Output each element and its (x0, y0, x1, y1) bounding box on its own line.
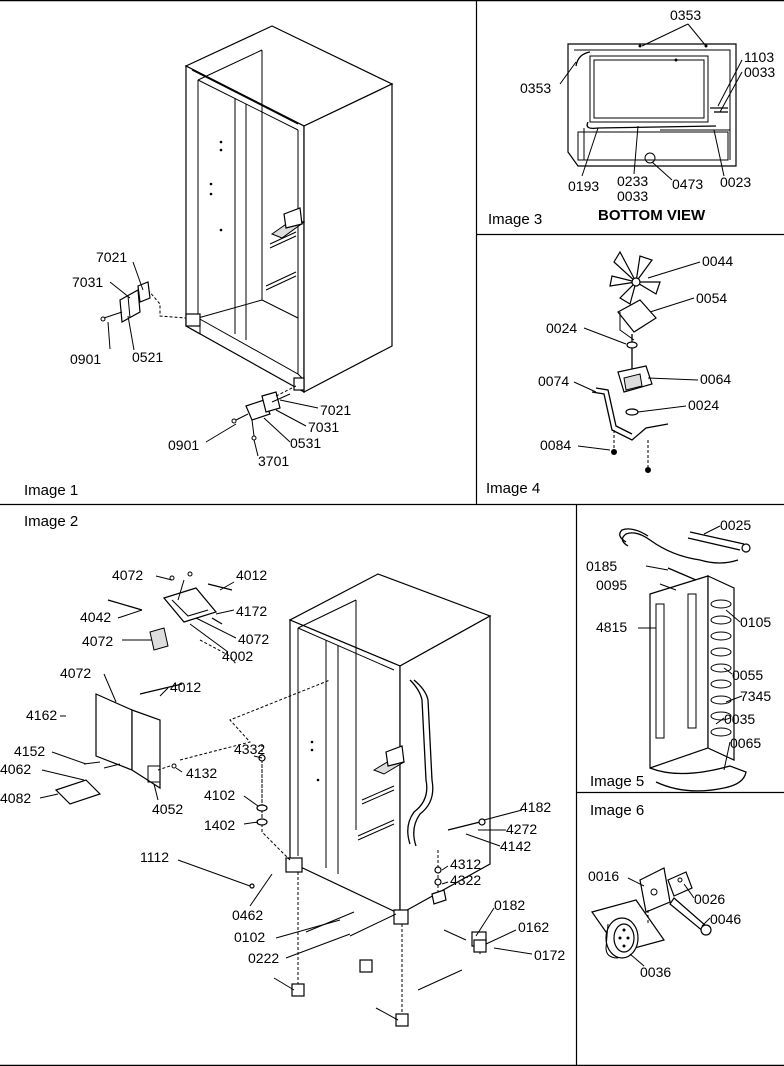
image4-labels: 0044 0054 0024 0074 0064 0024 0084 Image… (486, 253, 733, 497)
label-1112: 1112 (140, 849, 169, 865)
label-4815: 4815 (596, 619, 627, 635)
label-0182: 0182 (494, 897, 525, 913)
label-3701: 3701 (258, 453, 289, 469)
label-1402: 1402 (204, 817, 235, 833)
label-0074: 0074 (538, 373, 569, 389)
label-0102: 0102 (234, 929, 265, 945)
label-7031-lower: 7031 (308, 419, 339, 435)
label-7031: 7031 (72, 274, 103, 290)
label-4182: 4182 (520, 799, 551, 815)
image1-title: Image 1 (24, 482, 78, 499)
image3-labels: 0353 0353 1103 0033 0193 0233 0033 0473 … (488, 7, 775, 228)
image1-cabinet-drawing (100, 25, 394, 457)
label-4072-a: 4072 (112, 567, 143, 583)
label-0035: 0035 (724, 711, 755, 727)
image2-labels: Image 2 4072 4012 4042 4072 4172 4072 40… (0, 513, 565, 966)
label-4062: 4062 (0, 761, 31, 777)
label-4142: 4142 (500, 838, 531, 854)
label-0026: 0026 (694, 891, 725, 907)
label-0473: 0473 (672, 176, 703, 192)
label-0024-lower: 0024 (688, 397, 719, 413)
image2-title: Image 2 (24, 513, 78, 530)
label-0046: 0046 (710, 911, 741, 927)
image4-fan-motor-drawing (573, 250, 701, 473)
label-0233: 0233 (617, 173, 648, 189)
label-0531: 0531 (290, 435, 321, 451)
label-4012-a: 4012 (236, 567, 267, 583)
label-4102: 4102 (204, 787, 235, 803)
label-7021: 7021 (96, 249, 127, 265)
label-4272: 4272 (506, 821, 537, 837)
image6-labels: Image 6 0016 0026 0046 0036 (588, 802, 741, 980)
label-0055: 0055 (732, 667, 763, 683)
label-0084: 0084 (540, 437, 571, 453)
label-4042: 4042 (80, 609, 111, 625)
label-0162: 0162 (518, 919, 549, 935)
label-0065: 0065 (730, 735, 761, 751)
label-4132: 4132 (186, 765, 217, 781)
label-0193: 0193 (568, 178, 599, 194)
label-4312: 4312 (450, 856, 481, 872)
label-0185: 0185 (586, 558, 617, 574)
label-0901-lower: 0901 (168, 437, 199, 453)
label-4082: 4082 (0, 790, 31, 806)
label-4332: 4332 (234, 741, 265, 757)
label-4072-b: 4072 (82, 633, 113, 649)
label-0353-left: 0353 (520, 80, 551, 96)
label-0901: 0901 (70, 351, 101, 367)
label-0025: 0025 (720, 517, 751, 533)
label-4012-b: 4012 (170, 679, 201, 695)
label-4052: 4052 (152, 801, 183, 817)
label-0044: 0044 (702, 253, 733, 269)
label-0033-bottom: 0033 (617, 188, 648, 204)
image3-bottom-view-drawing (559, 23, 743, 181)
label-0521: 0521 (132, 349, 163, 365)
label-7345: 7345 (740, 688, 771, 704)
label-0036: 0036 (640, 964, 671, 980)
image2-cabinet-drawing (39, 571, 533, 1027)
image3-title: Image 3 (488, 211, 542, 228)
label-4172: 4172 (236, 603, 267, 619)
label-0023: 0023 (720, 174, 751, 190)
label-4072-d: 4072 (60, 665, 91, 681)
label-4072-c: 4072 (238, 631, 269, 647)
image4-title: Image 4 (486, 480, 540, 497)
label-7021-lower: 7021 (320, 402, 351, 418)
label-0105: 0105 (740, 614, 771, 630)
image6-wheel-drawing (591, 867, 712, 967)
label-0222: 0222 (248, 950, 279, 966)
label-4162: 4162 (26, 707, 57, 723)
label-0064: 0064 (700, 371, 731, 387)
label-0172: 0172 (534, 947, 565, 963)
label-0016: 0016 (588, 868, 619, 884)
image1-labels: 7021 7031 0901 0521 7021 7031 0531 0901 … (24, 249, 351, 499)
image5-labels: 0025 0185 0095 4815 0105 0055 7345 0035 … (586, 517, 771, 790)
label-0033-right: 0033 (744, 64, 775, 80)
label-0462: 0462 (232, 907, 263, 923)
image5-title: Image 5 (590, 773, 644, 790)
label-0024-upper: 0024 (546, 320, 577, 336)
image5-evaporator-drawing (619, 525, 751, 792)
label-0353-top: 0353 (670, 7, 701, 23)
image3-caption: BOTTOM VIEW (598, 207, 706, 224)
label-4002: 4002 (222, 648, 253, 664)
label-4152: 4152 (14, 743, 45, 759)
label-0054: 0054 (696, 290, 727, 306)
label-4322: 4322 (450, 872, 481, 888)
image6-title: Image 6 (590, 802, 644, 819)
label-1103: 1103 (744, 49, 774, 65)
label-0095: 0095 (596, 577, 627, 593)
